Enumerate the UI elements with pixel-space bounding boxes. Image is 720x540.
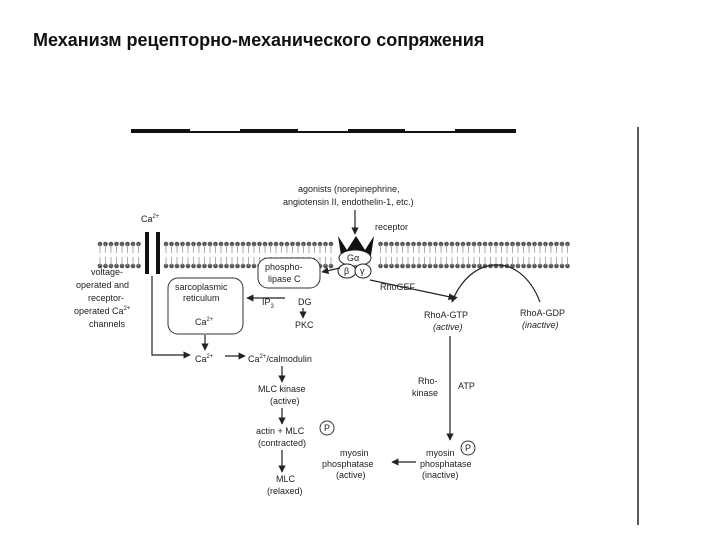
ip3-label: IP3 (262, 297, 275, 310)
ca-sr-label: Ca2+ (195, 317, 214, 327)
g-gamma-label: γ (360, 266, 365, 276)
plc-label-2: lipase C (268, 274, 301, 284)
myosin-pase-active-1: myosin (340, 448, 369, 458)
channels-label-1: voltage- (91, 267, 123, 277)
g-alpha-subunit (338, 249, 372, 267)
receptor-label: receptor (375, 222, 408, 232)
pathway-arrows (151, 210, 541, 473)
rhoa-gdp-state: (inactive) (522, 320, 559, 330)
myosin-pase-active-3: (active) (336, 470, 366, 480)
myosin-pase-inactive-1: myosin (426, 448, 455, 458)
agonists-label-1: agonists (norepinephrine, (298, 184, 400, 194)
sr-label-2: reticulum (183, 293, 220, 303)
page-title: Механизм рецепторно-механического сопряж… (33, 30, 485, 50)
sr-label-1: sarcoplasmic (175, 282, 228, 292)
ca-outside-label: Ca2+ (141, 214, 160, 224)
rhoa-gdp-label: RhoA-GDP (520, 308, 565, 318)
rho-kinase-label-1: Rho- (418, 376, 438, 386)
myosin-pase-inactive-2: phosphatase (420, 459, 472, 469)
phosphate-circle-right (460, 440, 476, 456)
dg-label: DG (298, 297, 312, 307)
rho-kinase-label-2: kinase (412, 388, 438, 398)
mlc-kinase-label: MLC kinase (258, 384, 306, 394)
agonists-label-2: angiotensin II, endothelin-1, etc.) (283, 197, 414, 207)
myosin-pase-inactive-3: (inactive) (422, 470, 459, 480)
mlc-label: MLC (276, 474, 296, 484)
mlc-state: (relaxed) (267, 486, 303, 496)
actin-mlc-state: (contracted) (258, 438, 306, 448)
plc-box (257, 257, 321, 289)
phosphate-label-right: P (465, 443, 471, 453)
phosphate-circle-left (319, 420, 335, 436)
sr-box (167, 277, 244, 335)
g-alpha-label: Gα (347, 253, 359, 263)
mlc-kinase-state: (active) (270, 396, 300, 406)
top-border (131, 129, 516, 133)
ca-cyto-label: Ca2+ (195, 354, 214, 364)
phosphate-label-left: P (324, 423, 330, 433)
rhoa-gtp-state: (active) (433, 322, 463, 332)
ca-calmodulin-label: Ca2+/calmodulin (248, 354, 312, 364)
g-beta-label: β (344, 266, 349, 276)
g-gamma-subunit (354, 263, 372, 279)
ca-channel-right (156, 232, 160, 274)
channels-label-5: channels (89, 319, 126, 329)
channels-label-3: receptor- (88, 293, 124, 303)
ca-channel-left (145, 232, 149, 274)
myosin-pase-active-2: phosphatase (322, 459, 374, 469)
actin-mlc-label: actin + MLC (256, 426, 305, 436)
cell-membrane (97, 241, 570, 269)
rhoa-gtp-label: RhoA-GTP (424, 310, 468, 320)
channels-label-2: operated and (76, 280, 129, 290)
pkc-label: PKC (295, 320, 314, 330)
atp-label: ATP (458, 381, 475, 391)
rhogef-label: RhoGEF (380, 282, 416, 292)
plc-label-1: phospho- (265, 262, 303, 272)
channels-label-4: operated Ca2+ (74, 306, 131, 316)
